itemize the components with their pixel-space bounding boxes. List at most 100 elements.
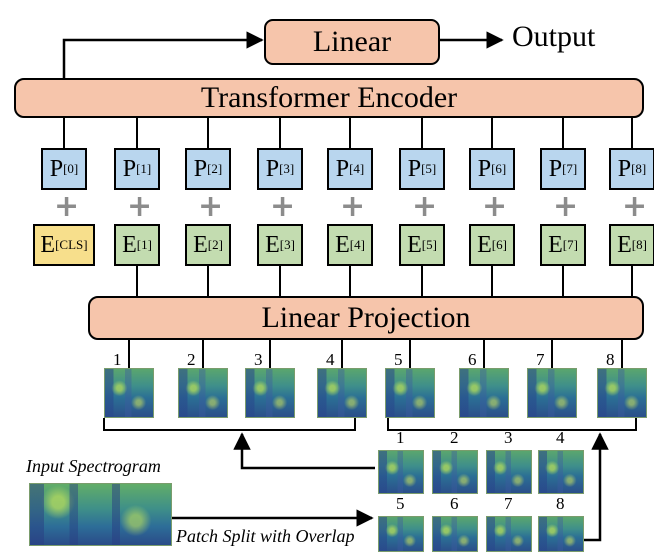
plus-sign-5: + — [412, 189, 438, 224]
split-patch-1 — [378, 450, 424, 494]
input-spectrogram-image — [29, 483, 172, 546]
projected-patch-8 — [597, 368, 647, 418]
embedding-token-2-subscript: [2] — [207, 237, 223, 252]
position-token-1-base: P — [122, 155, 137, 182]
embedding-token-6-base: E — [477, 231, 492, 258]
projected-patch-number-1: 1 — [113, 350, 122, 369]
output-label: Output — [512, 20, 596, 53]
projected-patch-7 — [527, 368, 577, 418]
embedding-token-0: E[CLS] — [33, 224, 95, 266]
embedding-token-1-subscript: [1] — [136, 237, 152, 252]
linear-head-label: Linear — [312, 25, 392, 58]
linear-head-block: Linear — [264, 19, 440, 65]
projected-patch-number-2: 2 — [187, 350, 196, 369]
embedding-token-6: E[6] — [469, 224, 515, 266]
embedding-token-0-subscript: [CLS] — [55, 237, 88, 252]
position-token-3: P[3] — [257, 148, 303, 190]
split-patch-2 — [432, 450, 478, 494]
plus-sign-7: + — [553, 189, 579, 224]
split-patch-number-7: 7 — [504, 494, 513, 513]
embedding-token-4: E[4] — [327, 224, 373, 266]
transformer-encoder-label: Transformer Encoder — [200, 81, 458, 114]
embedding-token-0-base: E — [40, 231, 56, 258]
split-patch-number-2: 2 — [450, 428, 459, 447]
embedding-token-1-base: E — [122, 231, 137, 258]
plus-sign-6: + — [482, 189, 508, 224]
linear-projection-label: Linear Projection — [261, 301, 471, 334]
embedding-token-4-subscript: [4] — [349, 237, 365, 252]
projected-patch-number-3: 3 — [254, 350, 263, 369]
embedding-token-8: E[8] — [609, 224, 654, 266]
position-token-2-subscript: [2] — [207, 161, 223, 176]
split-patch-8 — [538, 516, 584, 552]
plus-sign-4: + — [340, 189, 366, 224]
embedding-token-5: E[5] — [399, 224, 445, 266]
projected-patch-5 — [385, 368, 435, 418]
projected-patch-number-7: 7 — [536, 350, 545, 369]
position-token-6: P[6] — [469, 148, 515, 190]
split-patch-number-1: 1 — [396, 428, 405, 447]
plus-sign-2: + — [198, 189, 224, 224]
position-token-3-base: P — [265, 155, 280, 182]
position-token-1: P[1] — [114, 148, 160, 190]
plus-sign-8: + — [622, 189, 648, 224]
embedding-token-2: E[2] — [185, 224, 231, 266]
position-token-4-subscript: [4] — [349, 161, 365, 176]
position-token-5-subscript: [5] — [421, 161, 437, 176]
position-token-0-subscript: [0] — [63, 161, 79, 176]
linear-projection-block: Linear Projection — [88, 296, 644, 340]
projected-patch-number-8: 8 — [606, 350, 615, 369]
position-token-2-base: P — [193, 155, 208, 182]
projected-patch-3 — [245, 368, 295, 418]
plus-sign-0: + — [54, 189, 80, 224]
split-patch-3 — [486, 450, 532, 494]
embedding-token-2-base: E — [193, 231, 208, 258]
split-patch-number-5: 5 — [396, 494, 405, 513]
embedding-token-3: E[3] — [257, 224, 303, 266]
embedding-token-8-subscript: [8] — [631, 237, 647, 252]
split-patch-number-6: 6 — [450, 494, 459, 513]
position-token-0: P[0] — [41, 148, 87, 190]
position-token-2: P[2] — [185, 148, 231, 190]
embedding-token-7-subscript: [7] — [562, 237, 578, 252]
position-token-7-subscript: [7] — [562, 161, 578, 176]
position-token-7: P[7] — [540, 148, 586, 190]
split-patch-6 — [432, 516, 478, 552]
cls-to-linear-arrow — [62, 31, 264, 80]
position-token-1-subscript: [1] — [136, 161, 152, 176]
embedding-token-7: E[7] — [540, 224, 586, 266]
position-token-6-subscript: [6] — [491, 161, 507, 176]
input-spectrogram-label: Input Spectrogram — [26, 456, 161, 476]
position-token-4-base: P — [335, 155, 350, 182]
projected-patch-number-4: 4 — [326, 350, 335, 369]
position-token-8-subscript: [8] — [631, 161, 647, 176]
projected-patch-6 — [459, 368, 509, 418]
position-token-7-base: P — [548, 155, 563, 182]
bracket-right — [387, 418, 637, 431]
split-patch-number-4: 4 — [556, 428, 565, 447]
split-patch-number-8: 8 — [556, 494, 565, 513]
position-token-6-base: P — [477, 155, 492, 182]
position-token-5-base: P — [407, 155, 422, 182]
embedding-token-5-base: E — [407, 231, 422, 258]
projected-patch-number-6: 6 — [468, 350, 477, 369]
plus-sign-1: + — [127, 189, 153, 224]
embedding-token-8-base: E — [617, 231, 632, 258]
embedding-token-4-base: E — [335, 231, 350, 258]
split-patch-5 — [378, 516, 424, 552]
bracket-left — [103, 418, 356, 431]
embedding-token-5-subscript: [5] — [421, 237, 437, 252]
position-token-0-base: P — [49, 155, 64, 182]
patches-5-8-arrow — [583, 432, 609, 542]
embedding-token-7-base: E — [548, 231, 563, 258]
transformer-encoder-block: Transformer Encoder — [14, 78, 644, 118]
position-token-8-base: P — [617, 155, 632, 182]
patch-split-label: Patch Split with Overlap — [176, 526, 355, 546]
plus-sign-3: + — [270, 189, 296, 224]
embedding-token-3-base: E — [265, 231, 280, 258]
split-patch-7 — [486, 516, 532, 552]
projected-patch-number-5: 5 — [394, 350, 403, 369]
projected-patch-4 — [317, 368, 367, 418]
